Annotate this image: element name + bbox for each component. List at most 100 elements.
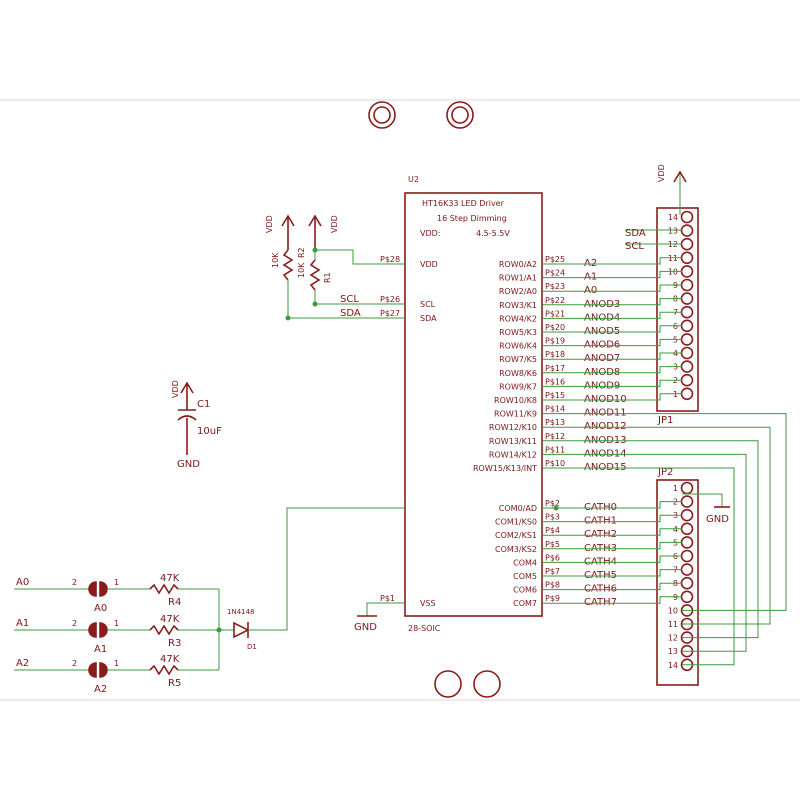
u2-right-pad: P$22 [545,296,565,305]
u2-right-pad: P$5 [545,540,560,549]
jp2-pin-number: 14 [668,661,678,670]
addr-net-label: A0 [16,577,29,588]
resistor-value-10k-b: 10K [297,262,306,278]
jumper-pin-2: 2 [72,619,77,628]
u2-nets [542,257,787,666]
vdd-label-c1: VDD [171,380,180,398]
vdd-label-r1: VDD [330,215,339,233]
jp2-pin-number: 1 [673,484,678,493]
u2-right-pin-name: ROW10/K8 [494,396,537,405]
u2-right-pad: P$19 [545,337,565,346]
c1-ref: C1 [197,399,210,410]
jp1-pin [680,292,694,305]
jp2-ref: JP2 [657,467,673,478]
u2-right-pad: P$7 [545,567,560,576]
net-label-jp1-sda: SDA [625,228,646,239]
jp2-pin-number: 12 [668,634,678,643]
u2-left-pad: P$27 [380,309,400,318]
jumper-pin-1: 1 [114,619,119,628]
diode-d1: 1N4148 D1 [216,507,405,670]
u2-left-pin-name: SCL [420,300,436,309]
jp1-pin [680,333,694,346]
diode-ref: D1 [247,643,257,651]
vss-ground: GND [354,602,405,633]
u2-chip[interactable]: U2 HT16K33 LED Driver 16 Step Dimming VD… [380,175,627,633]
c1-value: 10uF [197,426,222,437]
jp1-pin [680,265,694,278]
u2-right-pad: P$17 [545,364,565,373]
resistor-ref: R5 [168,678,181,689]
jp2-pin [680,563,694,576]
u2-right-pin-name: ROW9/K7 [499,382,537,391]
u2-left-pin-name: SDA [420,314,437,323]
jumper-pin-1: 1 [114,659,119,668]
u2-right-pad: P$24 [545,269,565,278]
jp2-pin [680,522,694,536]
jp1-pin [680,346,694,360]
u2-right-pin-name: ROW6/K4 [499,342,537,351]
jumper-pin-1: 1 [114,578,119,587]
gnd-label-c1: GND [177,459,200,470]
u2-right-pin-name: COM2/KS1 [495,531,537,540]
diode-part: 1N4148 [227,608,255,616]
jp2-pin [680,495,694,508]
gnd-label-jp2: GND [706,514,729,525]
u2-right-pin-name: COM1/KS0 [495,518,537,527]
capacitor-c1: VDD C1 10uF GND [171,380,222,470]
jumper-ref: A0 [94,603,107,614]
addr-net-label: A1 [16,618,29,629]
u2-right-pin-name: ROW11/K9 [494,410,537,419]
jp2-pin [680,590,694,604]
jp1-pin [680,251,694,265]
resistor-ref-r2: R2 [297,247,306,258]
u2-right-pad: P$3 [545,513,560,522]
u2-subtitle: 16 Step Dimming [437,214,507,223]
u2-right-pin-name: ROW2/A0 [499,287,537,296]
u2-right-pad: P$9 [545,594,560,603]
u2-right-pin-name: COM3/KS2 [495,545,537,554]
net-label-scl: SCL [340,294,359,305]
jp2-pin [680,508,694,522]
u2-right-pin-name: COM5 [513,572,537,581]
u2-right-pad: P$6 [545,553,560,562]
u2-right-pad: P$25 [545,255,565,264]
jp2-pin-number: 11 [668,620,678,629]
u2-vdd-range: 4.5-5.5V [476,229,510,238]
u2-right-pad: P$2 [545,499,560,508]
jp1-pin [680,373,694,387]
u2-package: 28-SOIC [408,624,441,633]
resistor-value: 47K [160,614,180,625]
u2-right-pad: P$23 [545,282,565,291]
u2-left-pad: P$26 [380,295,400,304]
u2-right-pin-name: ROW3/K1 [499,301,537,310]
u2-vdd-label: VDD: [420,229,441,238]
vdd-label-jp1: VDD [657,164,666,182]
jp1-ref: JP1 [657,415,673,426]
jp1-pin [680,210,694,224]
jp2-pin-number: 10 [668,606,678,615]
u2-right-pad: P$12 [545,432,565,441]
resistor-ref: R4 [168,597,181,608]
jp2-pin [680,549,694,563]
jp2-pin-number: 13 [668,647,678,656]
jp1-pin [680,237,694,251]
u2-right-pin-name: ROW7/K5 [499,355,537,364]
u2-left-pad: P$1 [380,594,395,603]
addr-net-label: A2 [16,658,29,669]
u2-right-pad: P$10 [545,459,565,468]
jp2-pin [680,576,694,590]
jumper-pin-2: 2 [72,578,77,587]
jp1-pin [680,319,694,333]
u2-right-pin-name: ROW0/A2 [499,260,537,269]
jp1-pin [680,387,694,401]
pullup-resistors: VDD VDD 10K 10K R2 R1 SCL SDA [265,214,405,321]
mounting-holes [368,101,501,698]
u2-left-pin-name: VSS [420,599,436,608]
u2-right-pin-name: COM4 [513,558,537,567]
u2-right-pad: P$15 [545,391,565,400]
